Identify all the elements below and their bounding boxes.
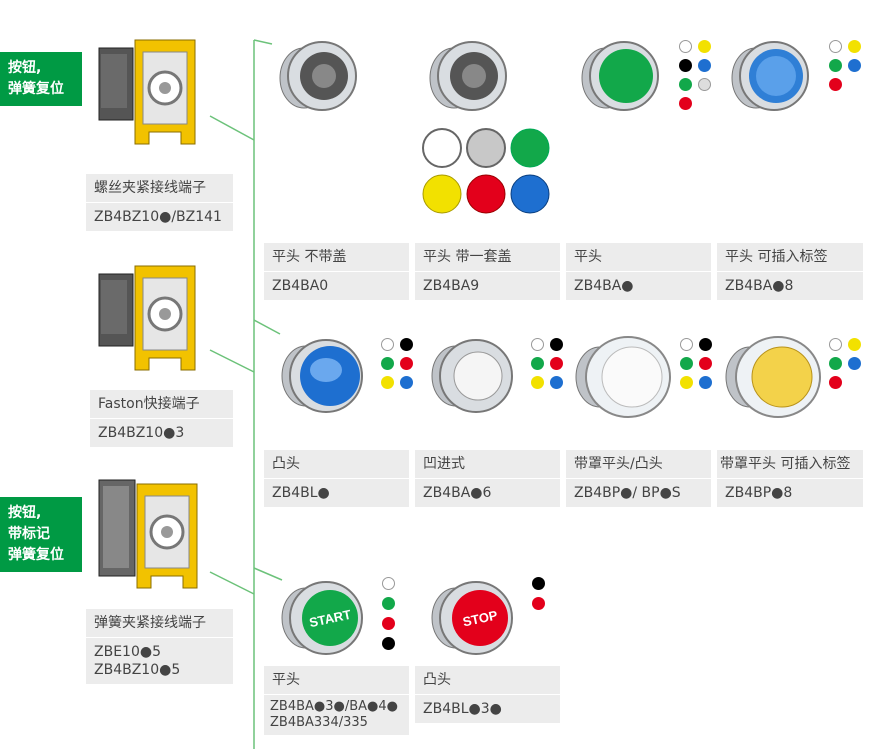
- head-name: 平头: [264, 666, 409, 694]
- color-dot-icon: [829, 376, 842, 389]
- head-code: ZB4BA●6: [415, 479, 560, 507]
- color-dot-icon: [679, 59, 692, 72]
- spring-terminal-block-icon: [98, 479, 198, 589]
- tag-marked-spring-return: 按钮, 带标记 弹簧复位: [0, 497, 82, 572]
- color-dot-icon: [381, 376, 394, 389]
- color-dot-icon: [829, 78, 842, 91]
- head-name: 平头 可插入标签: [717, 243, 863, 271]
- stop-text: STOP: [461, 607, 499, 629]
- push-button-head-icon: [575, 336, 671, 418]
- color-dot-icon: [400, 357, 413, 370]
- block-code-spring: ZBE10●5 ZB4BZ10●5: [86, 638, 233, 684]
- color-dot-icon: [699, 376, 712, 389]
- head-name: 平头 带一套盖: [415, 243, 560, 271]
- block-name-faston: Faston快接端子: [90, 390, 233, 418]
- block-code-faston: ZB4BZ10●3: [90, 419, 233, 447]
- color-dot-icon: [848, 357, 861, 370]
- head-code: ZB4BA0: [264, 272, 409, 300]
- block-code-screw: ZB4BZ10●/BZ141: [86, 203, 233, 231]
- push-button-head-icon: [731, 41, 809, 111]
- head-name: 带罩平头 可插入标签: [717, 450, 863, 478]
- color-dot-icon: [382, 637, 395, 650]
- block-name-screw: 螺丝夹紧接线端子: [86, 174, 233, 202]
- color-dot-icon: [699, 357, 712, 370]
- push-button-head-icon: [429, 41, 507, 111]
- color-dot-icon: [381, 357, 394, 370]
- color-dot-icon: [531, 357, 544, 370]
- color-dot-icon: [550, 338, 563, 351]
- faston-terminal-block-icon: [98, 265, 196, 371]
- color-dot-icon: [848, 59, 861, 72]
- color-dot-icon: [680, 338, 693, 351]
- color-dot-icon: [679, 40, 692, 53]
- head-name: 带罩平头/凸头: [566, 450, 711, 478]
- head-name: 凸头: [264, 450, 409, 478]
- start-button-head-icon: START: [281, 581, 363, 655]
- push-button-head-icon: [725, 336, 821, 418]
- block-name-spring: 弹簧夹紧接线端子: [86, 609, 233, 637]
- push-button-head-icon: [581, 41, 659, 111]
- color-dot-icon: [550, 357, 563, 370]
- color-dot-icon: [829, 40, 842, 53]
- push-button-head-icon: [279, 41, 357, 111]
- color-dot-icon: [382, 577, 395, 590]
- head-code: ZB4BP●8: [717, 479, 863, 507]
- push-button-head-icon: [431, 339, 513, 413]
- color-dot-icon: [848, 40, 861, 53]
- head-code: ZB4BL●3●: [415, 695, 560, 723]
- head-code: ZB4BA●: [566, 272, 711, 300]
- head-name: 平头 不带盖: [264, 243, 409, 271]
- color-dot-icon: [680, 357, 693, 370]
- color-dot-icon: [698, 40, 711, 53]
- color-dot-icon: [698, 78, 711, 91]
- head-code: ZB4BA●3●/BA●4● ZB4BA334/335: [264, 695, 409, 735]
- head-code: ZB4BA9: [415, 272, 560, 300]
- color-dot-icon: [699, 338, 712, 351]
- color-dot-icon: [829, 338, 842, 351]
- head-name: 凹进式: [415, 450, 560, 478]
- head-name: 平头: [566, 243, 711, 271]
- color-dot-icon: [531, 338, 544, 351]
- color-dot-icon: [550, 376, 563, 389]
- color-dot-icon: [532, 597, 545, 610]
- head-code: ZB4BA●8: [717, 272, 863, 300]
- stop-button-head-icon: STOP: [431, 581, 513, 655]
- color-dot-icon: [679, 97, 692, 110]
- color-dot-icon: [532, 577, 545, 590]
- color-dot-icon: [531, 376, 544, 389]
- color-dot-icon: [400, 376, 413, 389]
- screw-terminal-block-icon: [98, 39, 196, 145]
- cap-set-icon: [422, 128, 550, 214]
- color-dot-icon: [698, 59, 711, 72]
- head-name: 凸头: [415, 666, 560, 694]
- color-dot-icon: [382, 617, 395, 630]
- tag-spring-return: 按钮, 弹簧复位: [0, 52, 82, 106]
- color-dot-icon: [680, 376, 693, 389]
- head-code: ZB4BP●/ BP●S: [566, 479, 711, 507]
- push-button-head-icon: [281, 339, 363, 413]
- color-dot-icon: [382, 597, 395, 610]
- color-dot-icon: [679, 78, 692, 91]
- color-dot-icon: [829, 357, 842, 370]
- head-code: ZB4BL●: [264, 479, 409, 507]
- color-dot-icon: [829, 59, 842, 72]
- color-dot-icon: [848, 338, 861, 351]
- color-dot-icon: [381, 338, 394, 351]
- color-dot-icon: [400, 338, 413, 351]
